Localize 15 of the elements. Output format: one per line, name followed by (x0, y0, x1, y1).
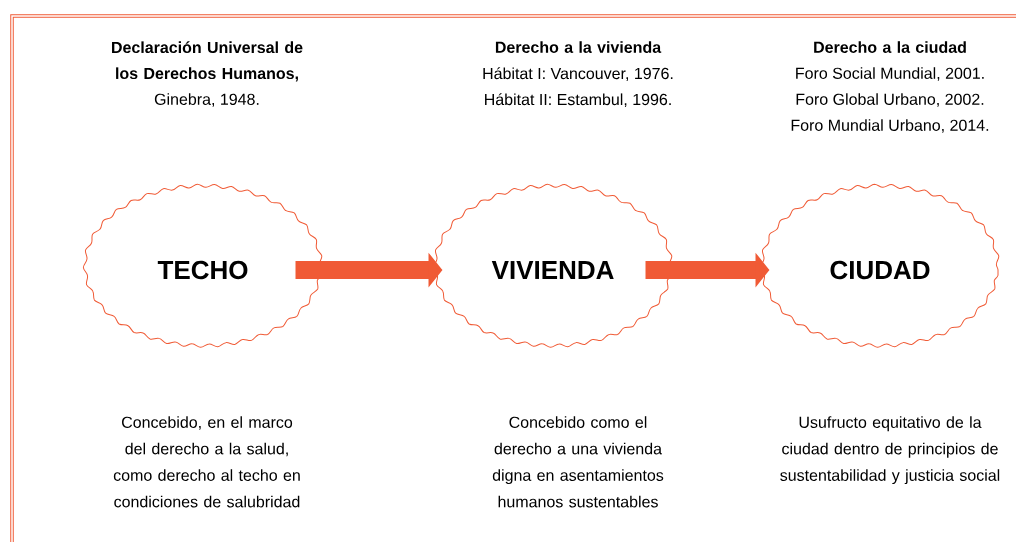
note-text: Ginebra, 1948. (154, 93, 259, 107)
description-text: Concebido como el derecho a una vivienda digna en asentamientos humanos sustentables (492, 416, 664, 508)
description-text: Concebido, en el marco del derecho a la salud, como derecho al techo en condiciones de salubridad (113, 416, 300, 508)
heading-text: Derecho a la ciudad (814, 41, 966, 53)
note-text: Foro Mundial Urbano, 2014. (791, 119, 989, 133)
cloud-ellipse: TECHO (82, 183, 323, 348)
cloud-ellipse: CIUDAD (759, 183, 1000, 348)
note-text: Hábitat I: Vancouver, 1976. (483, 67, 673, 82)
heading-text: Declaración Universal de los Derechos Humanos, (112, 41, 303, 82)
note-text: Hábitat II: Estambul, 1996. (485, 93, 671, 108)
cloud-ellipse: VIVIENDA (432, 183, 673, 348)
note-text: Foro Social Mundial, 2001. (796, 67, 984, 81)
heading-text: Derecho a la vivienda (495, 41, 662, 53)
description-text: Usufructo equitativo de la ciudad dentro de principios de sustentabilidad y justicia social (780, 416, 1000, 485)
note-text: Foro Global Urbano, 2002. (796, 93, 984, 107)
